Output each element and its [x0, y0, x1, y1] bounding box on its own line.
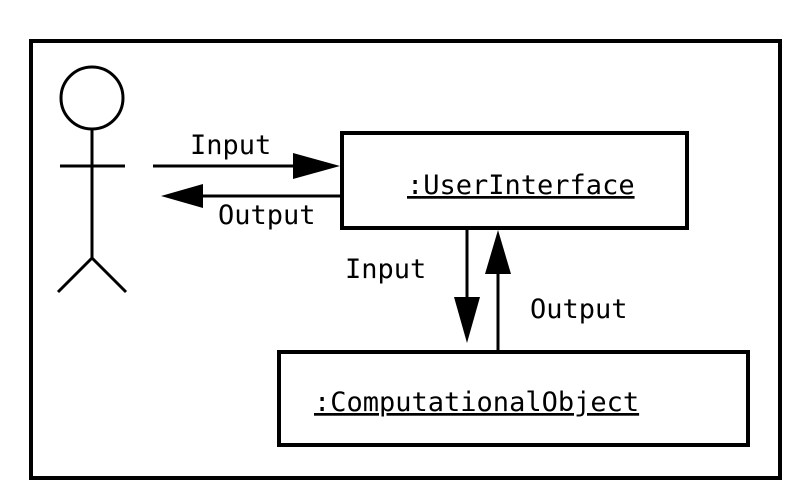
input-arrow-actor-to-ui	[153, 153, 340, 179]
actor-stick-figure	[56, 65, 128, 294]
input-arrow-ui-to-comp	[454, 230, 480, 343]
actor-left-leg	[56, 256, 94, 294]
user-interface-box	[340, 131, 689, 230]
output-arrowhead	[161, 184, 203, 208]
actor-right-leg	[90, 256, 128, 294]
user-interface-label: :UserInterface	[407, 170, 635, 201]
output-label-middle: Output	[530, 294, 628, 325]
input-label-top: Input	[190, 130, 271, 161]
output-arrow-ui-to-actor	[161, 184, 342, 208]
input-label-middle: Input	[345, 254, 426, 285]
output-label-top: Output	[218, 200, 316, 231]
output-arrow-comp-to-ui	[485, 230, 511, 352]
input-arrowhead-down	[454, 297, 480, 343]
input-arrowhead	[293, 153, 340, 179]
output-arrowhead-up	[485, 230, 511, 274]
computational-object-label: :ComputationalObject	[314, 387, 639, 418]
actor-head	[59, 65, 125, 131]
computational-object-box	[277, 350, 750, 447]
